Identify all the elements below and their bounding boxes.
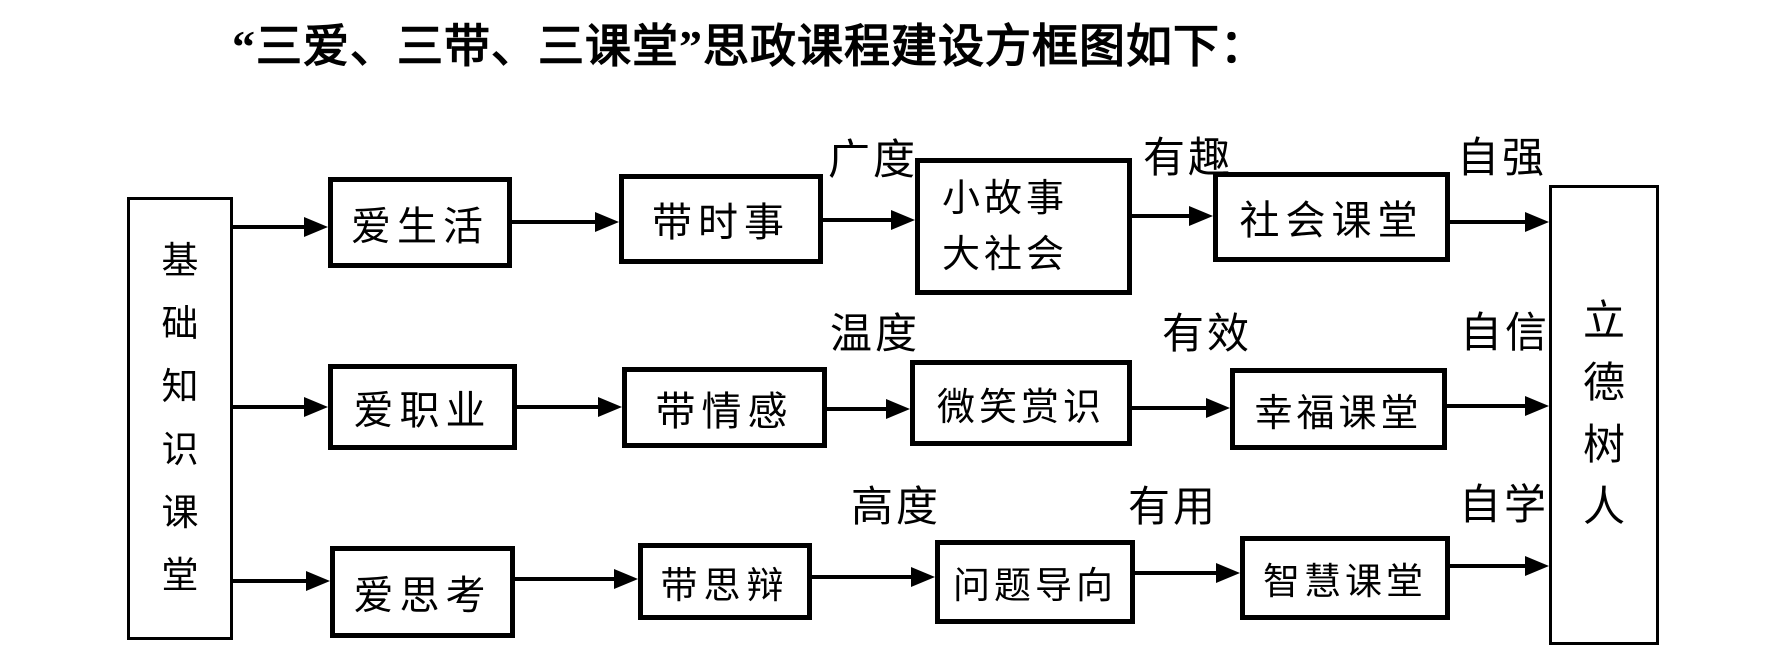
arrow-shaft	[1447, 404, 1525, 408]
vertical-char: 础	[161, 303, 199, 345]
arrow-shaft	[515, 577, 614, 581]
edge-label-self-learning: 自学	[1459, 483, 1550, 529]
arrowhead-icon	[911, 567, 935, 587]
arrow-method-to-classroom	[1135, 563, 1240, 583]
node-happiness-classroom: 幸福课堂	[1230, 368, 1447, 450]
node-moral-education: 立 德 树 人	[1549, 185, 1659, 645]
arrow-shaft	[1135, 571, 1216, 575]
vertical-char: 人	[1582, 485, 1625, 531]
arrowhead-icon	[1206, 398, 1230, 418]
arrow-shaft	[517, 405, 598, 409]
edge-label-breadth: 广度	[828, 138, 919, 184]
arrow-love-thinking-to-bring	[515, 569, 638, 589]
arrowhead-icon	[1525, 556, 1549, 576]
arrowhead-icon	[891, 210, 915, 230]
arrow-bring-to-method	[827, 399, 910, 419]
arrowhead-icon	[614, 569, 638, 589]
arrowhead-icon	[595, 212, 619, 232]
arrowhead-icon	[1525, 396, 1549, 416]
vertical-char: 树	[1582, 423, 1625, 469]
arrowhead-icon	[306, 571, 330, 591]
arrow-bring-to-method	[812, 567, 935, 587]
node-bring-current-affairs: 带时事	[619, 174, 823, 264]
arrowhead-icon	[304, 217, 328, 237]
node-wisdom-classroom: 智慧课堂	[1240, 536, 1450, 620]
edge-label-warmth: 温度	[830, 312, 921, 358]
arrow-shaft	[1132, 406, 1206, 410]
edge-label-interesting: 有趣	[1143, 136, 1234, 182]
arrow-shaft	[1450, 220, 1525, 224]
edge-label-useful: 有用	[1128, 485, 1219, 531]
method-line: 大社会	[942, 233, 1069, 276]
vertical-char: 识	[161, 429, 199, 471]
arrow-shaft	[812, 575, 911, 579]
method-line: 小故事	[942, 177, 1069, 220]
arrow-method-to-classroom	[1132, 398, 1230, 418]
arrow-classroom-to-sink	[1450, 556, 1549, 576]
vertical-char: 立	[1582, 299, 1625, 345]
vertical-char: 堂	[161, 555, 199, 597]
node-love-career: 爱职业	[328, 364, 517, 450]
arrowhead-icon	[1525, 212, 1549, 232]
node-society-classroom: 社会课堂	[1213, 172, 1450, 262]
arrow-love-career-to-bring	[517, 397, 622, 417]
node-bring-emotion: 带情感	[622, 367, 827, 448]
vertical-char: 德	[1582, 361, 1625, 407]
arrowhead-icon	[304, 397, 328, 417]
arrowhead-icon	[886, 399, 910, 419]
node-small-story-big-society: 小故事 大社会	[915, 158, 1132, 295]
arrowhead-icon	[1189, 206, 1213, 226]
node-smile-appreciation: 微笑赏识	[910, 360, 1132, 446]
edge-label-height: 高度	[851, 485, 942, 531]
arrow-shaft	[1450, 564, 1525, 568]
node-basic-knowledge-classroom: 基 础 知 识 课 堂	[127, 197, 233, 640]
arrow-classroom-to-sink	[1447, 396, 1549, 416]
arrow-method-to-classroom	[1132, 206, 1213, 226]
arrow-shaft	[512, 220, 595, 224]
arrow-shaft	[1132, 214, 1189, 218]
arrow-source-to-love-career	[233, 397, 328, 417]
arrow-love-life-to-bring	[512, 212, 619, 232]
edge-label-self-strengthening: 自强	[1457, 136, 1548, 182]
arrowhead-icon	[1216, 563, 1240, 583]
vertical-char: 知	[161, 366, 199, 408]
node-love-thinking: 爱思考	[330, 546, 515, 638]
diagram-title: “三爱、三带、三课堂”思政课程建设方框图如下：	[232, 21, 1267, 72]
edge-label-effective: 有效	[1162, 312, 1253, 358]
arrow-bring-to-method	[823, 210, 915, 230]
arrow-source-to-love-life	[233, 217, 328, 237]
arrowhead-icon	[598, 397, 622, 417]
arrow-shaft	[233, 225, 304, 229]
node-bring-debate: 带思辩	[638, 543, 812, 620]
node-love-life: 爱生活	[328, 177, 512, 268]
arrow-shaft	[823, 218, 891, 222]
arrow-classroom-to-sink	[1450, 212, 1549, 232]
arrow-shaft	[827, 407, 886, 411]
edge-label-self-confidence: 自信	[1460, 311, 1551, 357]
arrow-shaft	[233, 405, 304, 409]
vertical-char: 基	[161, 240, 199, 282]
vertical-char: 课	[161, 492, 199, 534]
node-problem-oriented: 问题导向	[935, 540, 1135, 624]
arrow-source-to-love-thinking	[233, 571, 330, 591]
arrow-shaft	[233, 579, 306, 583]
